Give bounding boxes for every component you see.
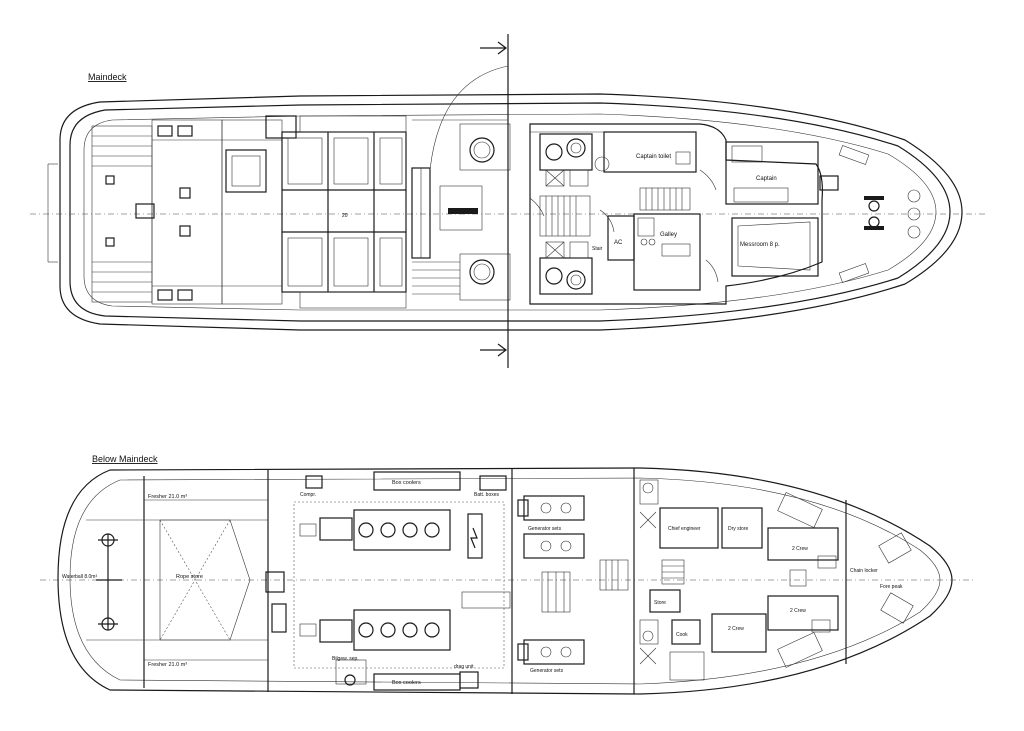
room-2-crew-b bbox=[767, 595, 839, 631]
room-2-crew-a bbox=[767, 527, 839, 561]
svg-text:Fresher 21.0 m³: Fresher 21.0 m³ bbox=[148, 662, 187, 668]
room-ac bbox=[607, 215, 635, 261]
svg-text:Waterball 8.0m³: Waterball 8.0m³ bbox=[62, 574, 97, 580]
main-engine-starboard bbox=[299, 609, 451, 651]
maindeck-title: Maindeck bbox=[88, 72, 127, 82]
deckhouse: Captain toilet Captain Messroom 8 p. Gal… bbox=[529, 123, 823, 305]
svg-text:Stair: Stair bbox=[592, 246, 603, 252]
bow-fittings bbox=[819, 145, 921, 283]
svg-text:20: 20 bbox=[342, 213, 348, 219]
accommodation-below: Chief engineer Dry store 2 Crew 2 Crew 2… bbox=[639, 479, 839, 681]
box-coolers-top bbox=[373, 471, 461, 491]
svg-text:Generator sets: Generator sets bbox=[530, 668, 564, 674]
stairs-port bbox=[539, 195, 591, 237]
below-maindeck-plan: Below Maindeck Waterball 8.0m³ Fresher 2… bbox=[40, 454, 975, 695]
rope-store bbox=[159, 519, 251, 641]
bollard-aft-1 bbox=[105, 175, 115, 185]
below-hull-inner bbox=[69, 477, 941, 685]
stairs-center bbox=[639, 187, 691, 211]
below-maindeck-title: Below Maindeck bbox=[92, 454, 158, 464]
room-dry-store bbox=[721, 507, 763, 549]
svg-text:Galley: Galley bbox=[660, 232, 677, 238]
room-store bbox=[649, 589, 681, 613]
deck-hatch-small bbox=[225, 149, 267, 193]
room-2-crew-c bbox=[711, 613, 767, 653]
hatch-covers bbox=[281, 115, 407, 309]
svg-text:Fore peak: Fore peak bbox=[880, 584, 903, 590]
svg-text:Compr.: Compr. bbox=[300, 492, 316, 498]
maindeck-plan: Maindeck bbox=[30, 34, 985, 368]
svg-text:Box coolers: Box coolers bbox=[392, 680, 421, 686]
maindeck-hull-outer bbox=[59, 93, 963, 331]
rudder-gear bbox=[98, 534, 118, 630]
svg-text:drag unit: drag unit bbox=[454, 664, 474, 670]
capstan-aft bbox=[135, 203, 155, 219]
generator-set-bottom bbox=[517, 639, 585, 665]
svg-text:Fresher 21.0 m³: Fresher 21.0 m³ bbox=[148, 494, 187, 500]
crane-swing-arc bbox=[429, 65, 509, 171]
maindeck-hull-inner bbox=[69, 102, 951, 322]
svg-text:Batt. boxes: Batt. boxes bbox=[474, 492, 500, 498]
svg-text:Dry store: Dry store bbox=[728, 526, 749, 532]
svg-text:Box coolers: Box coolers bbox=[392, 480, 421, 486]
room-chief-engineer bbox=[659, 507, 719, 549]
below-hull-outer bbox=[57, 467, 953, 695]
svg-text:Messroom 8 p.: Messroom 8 p. bbox=[740, 242, 780, 248]
bitt-bottom bbox=[469, 259, 495, 285]
bitt-top bbox=[469, 137, 495, 163]
main-engine-port bbox=[299, 509, 451, 551]
room-cook bbox=[671, 619, 701, 645]
generator-set-top bbox=[517, 495, 585, 559]
svg-text:Cook: Cook bbox=[676, 632, 688, 638]
aft-deck-planking bbox=[91, 119, 283, 305]
room-messroom bbox=[731, 217, 819, 277]
svg-text:Store: Store bbox=[654, 600, 666, 606]
svg-text:Rope store: Rope store bbox=[176, 574, 203, 580]
svg-text:Captain toilet: Captain toilet bbox=[636, 154, 671, 160]
svg-text:Chief engineer: Chief engineer bbox=[668, 526, 701, 532]
svg-text:Captain: Captain bbox=[756, 176, 777, 182]
foredeck-planking bbox=[412, 119, 508, 295]
svg-text:2 Crew: 2 Crew bbox=[790, 608, 806, 614]
room-captain bbox=[725, 141, 819, 205]
svg-text:2 Crew: 2 Crew bbox=[792, 546, 808, 552]
room-captain-toilet bbox=[603, 131, 697, 173]
svg-text:AC: AC bbox=[614, 240, 623, 246]
svg-text:Chain locker: Chain locker bbox=[850, 568, 878, 574]
bollard-aft-2 bbox=[105, 237, 115, 247]
svg-text:Generator sets: Generator sets bbox=[528, 526, 562, 532]
maindeck-hull-bulwark bbox=[83, 113, 937, 311]
svg-text:2 Crew: 2 Crew bbox=[728, 626, 744, 632]
svg-text:Bilgew. sep.: Bilgew. sep. bbox=[332, 656, 359, 662]
